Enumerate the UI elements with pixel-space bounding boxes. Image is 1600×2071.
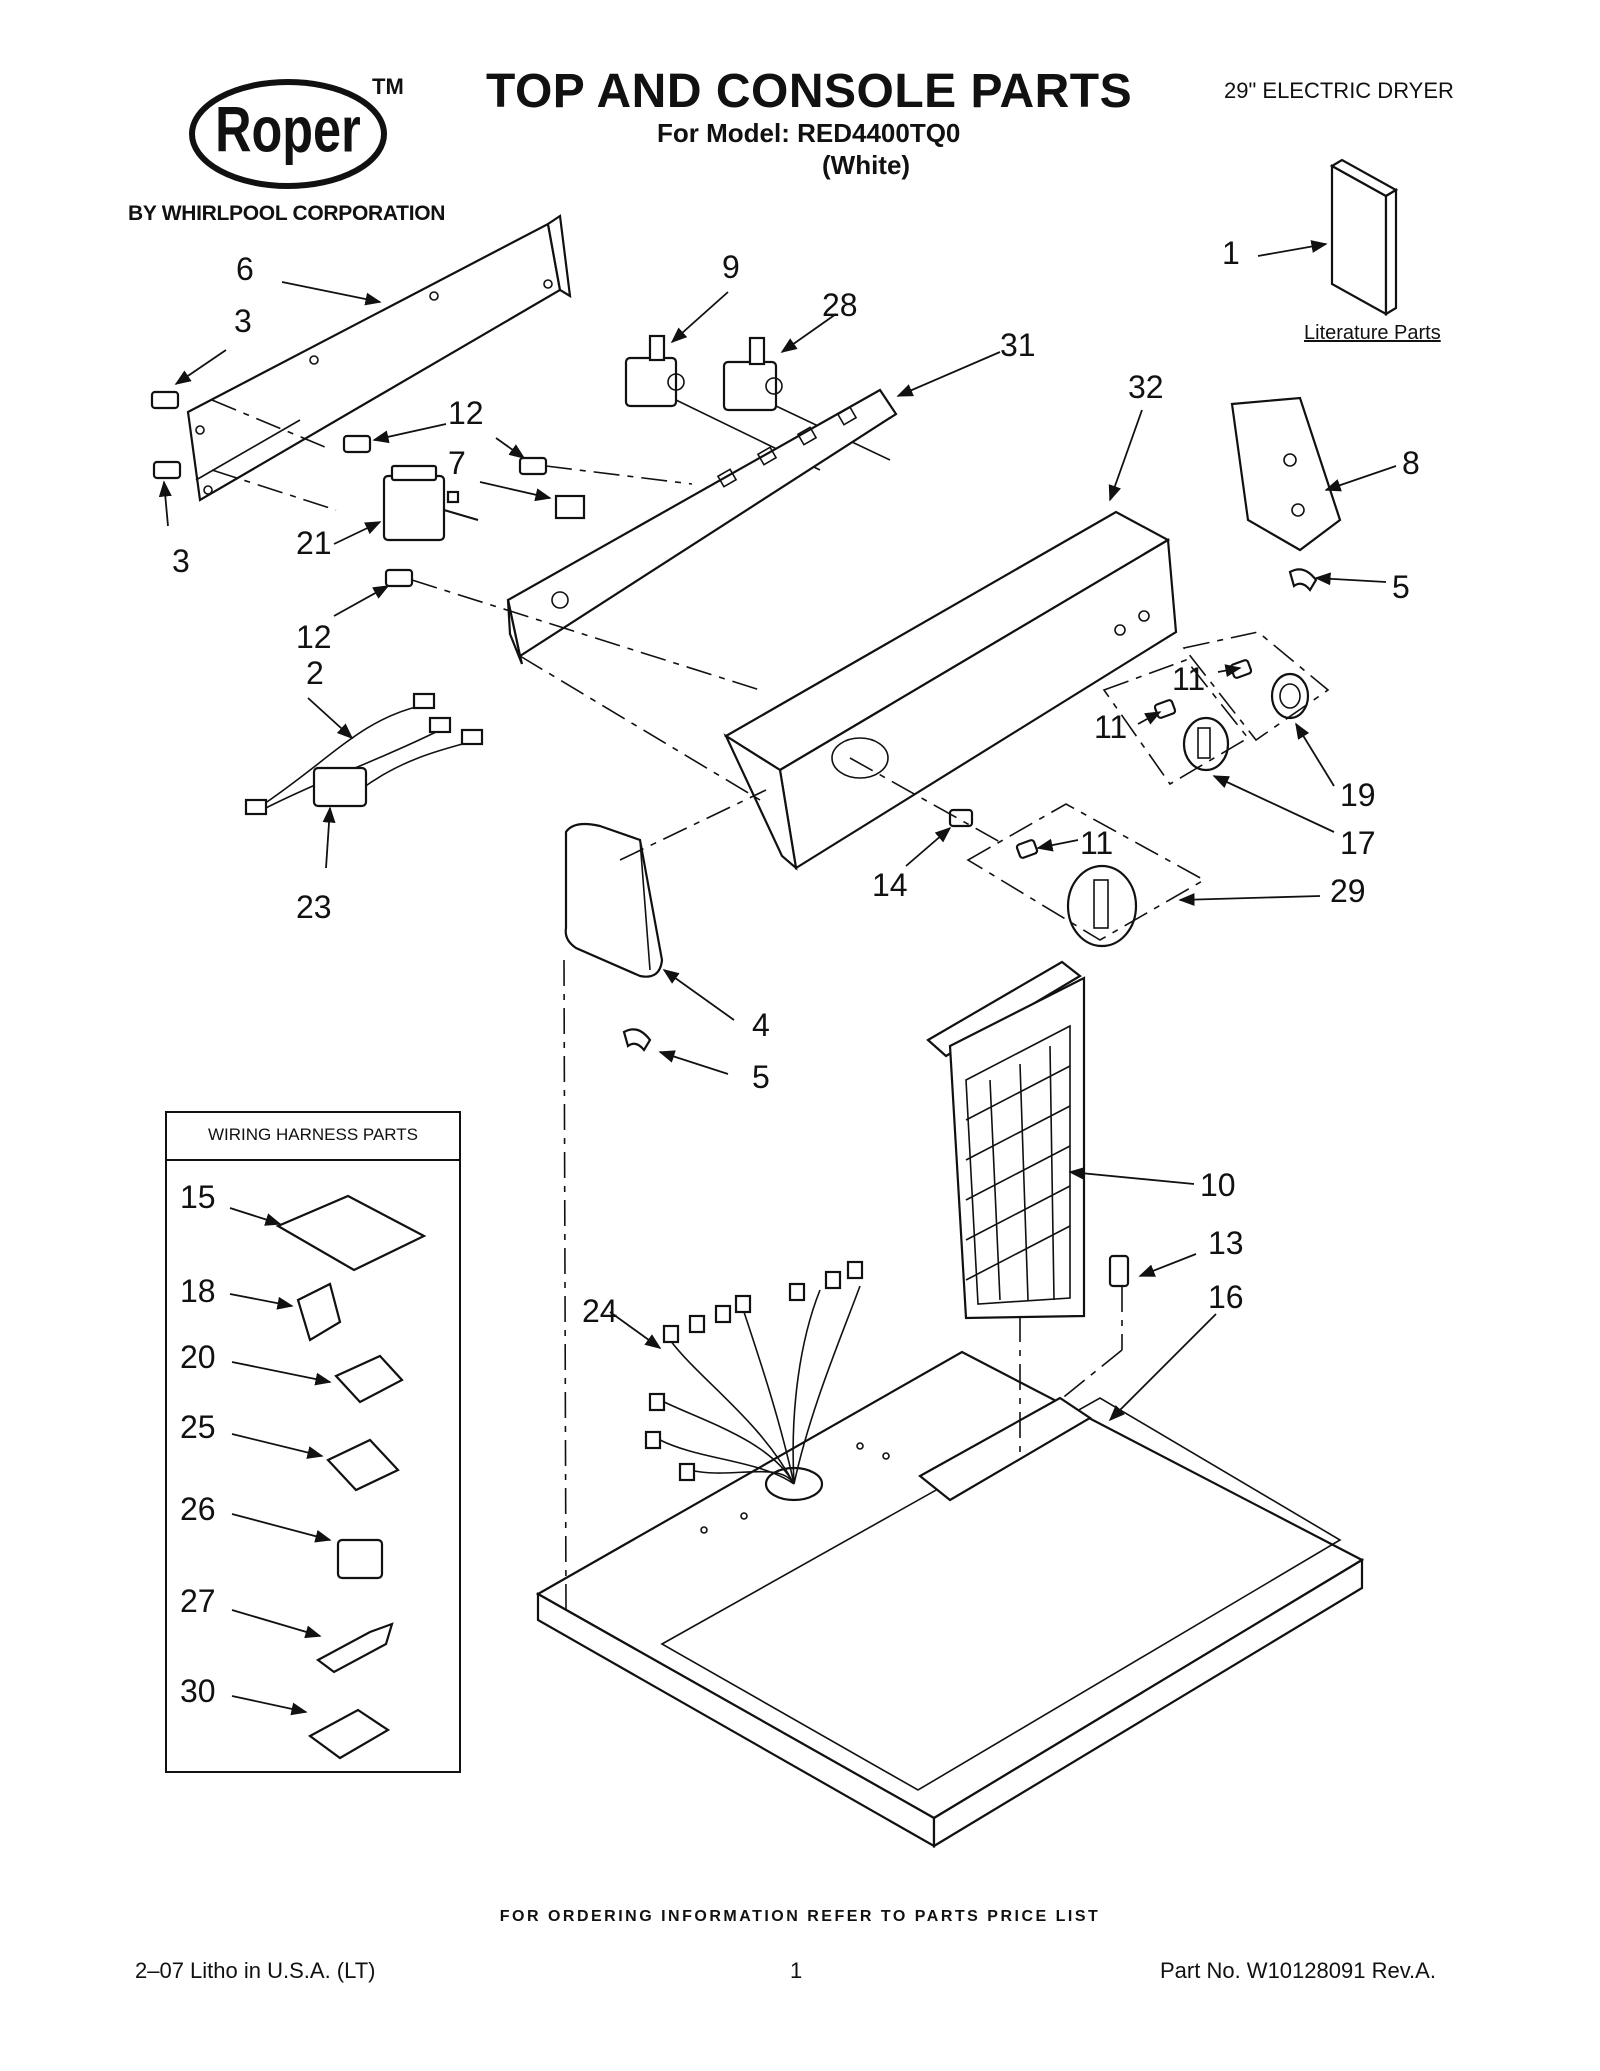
wiring-harness-parts-box bbox=[165, 1111, 461, 1773]
callout-leaders bbox=[158, 240, 1397, 1716]
lint-screen-part bbox=[926, 960, 1086, 1320]
page-title: TOP AND CONSOLE PARTS bbox=[486, 65, 1133, 118]
literature-parts-label: Literature Parts bbox=[1304, 322, 1441, 344]
callout-16: 16 bbox=[1208, 1279, 1244, 1315]
callout-26: 26 bbox=[180, 1491, 216, 1527]
knob-parts bbox=[948, 631, 1330, 948]
callout-30: 30 bbox=[180, 1673, 216, 1709]
callout-7: 7 bbox=[448, 445, 466, 481]
callout-19: 19 bbox=[1340, 777, 1376, 813]
callout-12-lower: 12 bbox=[296, 619, 332, 655]
callout-5-lower: 5 bbox=[752, 1059, 770, 1095]
model-line: For Model: RED4400TQ0 bbox=[657, 118, 961, 148]
callout-28: 28 bbox=[822, 287, 858, 323]
callout-3-bottom: 3 bbox=[172, 543, 190, 579]
callout-23: 23 bbox=[296, 889, 332, 925]
callout-25: 25 bbox=[180, 1409, 216, 1445]
dryer-top-part bbox=[535, 1350, 1365, 1848]
console-end-cap-part bbox=[564, 822, 664, 978]
callout-13: 13 bbox=[1208, 1225, 1244, 1261]
literature-booklet-part bbox=[1329, 158, 1399, 316]
switch-clip-part bbox=[554, 494, 586, 520]
callout-3-top: 3 bbox=[234, 303, 252, 339]
callout-29: 29 bbox=[1330, 873, 1366, 909]
callout-6: 6 bbox=[236, 251, 254, 287]
callout-8: 8 bbox=[1402, 445, 1420, 481]
trademark-mark: TM bbox=[372, 74, 404, 99]
callout-24: 24 bbox=[582, 1293, 618, 1329]
part-number: Part No. W10128091 Rev.A. bbox=[1160, 1958, 1436, 1983]
callout-2: 2 bbox=[306, 655, 324, 691]
logo-brand-text: Roper bbox=[215, 95, 361, 166]
callout-27: 27 bbox=[180, 1583, 216, 1619]
callout-11-mid: 11 bbox=[1094, 709, 1127, 745]
callout-11-low: 11 bbox=[1080, 825, 1113, 861]
wiring-harness-title: WIRING HARNESS PARTS bbox=[207, 1125, 418, 1144]
callout-32: 32 bbox=[1128, 369, 1164, 405]
litho-text: 2–07 Litho in U.S.A. (LT) bbox=[135, 1958, 376, 1983]
model-variant: (White) bbox=[822, 150, 911, 180]
callout-4: 4 bbox=[752, 1007, 770, 1043]
end-cap-clip-part-right bbox=[1288, 568, 1318, 592]
callout-labels: 1 2 3 3 4 5 5 6 7 8 9 10 11 11 11 12 12 … bbox=[172, 235, 1420, 1709]
page-number: 1 bbox=[790, 1958, 803, 1983]
lint-screen-screw-part bbox=[1108, 1254, 1130, 1288]
callout-5-right: 5 bbox=[1392, 569, 1410, 605]
callout-11-top: 11 bbox=[1172, 661, 1205, 697]
callout-10: 10 bbox=[1200, 1167, 1236, 1203]
screw-parts bbox=[150, 390, 548, 588]
callout-9: 9 bbox=[722, 249, 740, 285]
callout-15: 15 bbox=[180, 1179, 216, 1215]
rotary-switches-part bbox=[624, 334, 891, 471]
ordering-note: FOR ORDERING INFORMATION REFER TO PARTS … bbox=[499, 1908, 1101, 1925]
rear-console-panel-part bbox=[186, 214, 572, 502]
callout-12-top: 12 bbox=[448, 395, 484, 431]
callout-20: 20 bbox=[180, 1339, 216, 1375]
product-type: 29" ELECTRIC DRYER bbox=[1224, 78, 1454, 103]
console-harness-part bbox=[244, 692, 484, 816]
console-housing-part bbox=[723, 510, 1178, 871]
callout-17: 17 bbox=[1340, 825, 1376, 861]
main-wire-harness-part bbox=[644, 1260, 864, 1485]
callout-18: 18 bbox=[180, 1273, 216, 1309]
callout-14: 14 bbox=[872, 867, 908, 903]
roper-logo: Roper bbox=[189, 79, 387, 189]
timer-switch-part bbox=[382, 464, 479, 542]
brand-byline: BY WHIRLPOOL CORPORATION bbox=[128, 202, 446, 225]
end-cap-clip-part bbox=[622, 1028, 652, 1052]
callout-21: 21 bbox=[296, 525, 332, 561]
assembly-lines bbox=[211, 399, 1123, 1611]
callout-31: 31 bbox=[1000, 327, 1036, 363]
end-cap-bracket-part bbox=[1230, 396, 1342, 552]
callout-1: 1 bbox=[1222, 235, 1240, 271]
control-bracket-part bbox=[506, 388, 898, 665]
